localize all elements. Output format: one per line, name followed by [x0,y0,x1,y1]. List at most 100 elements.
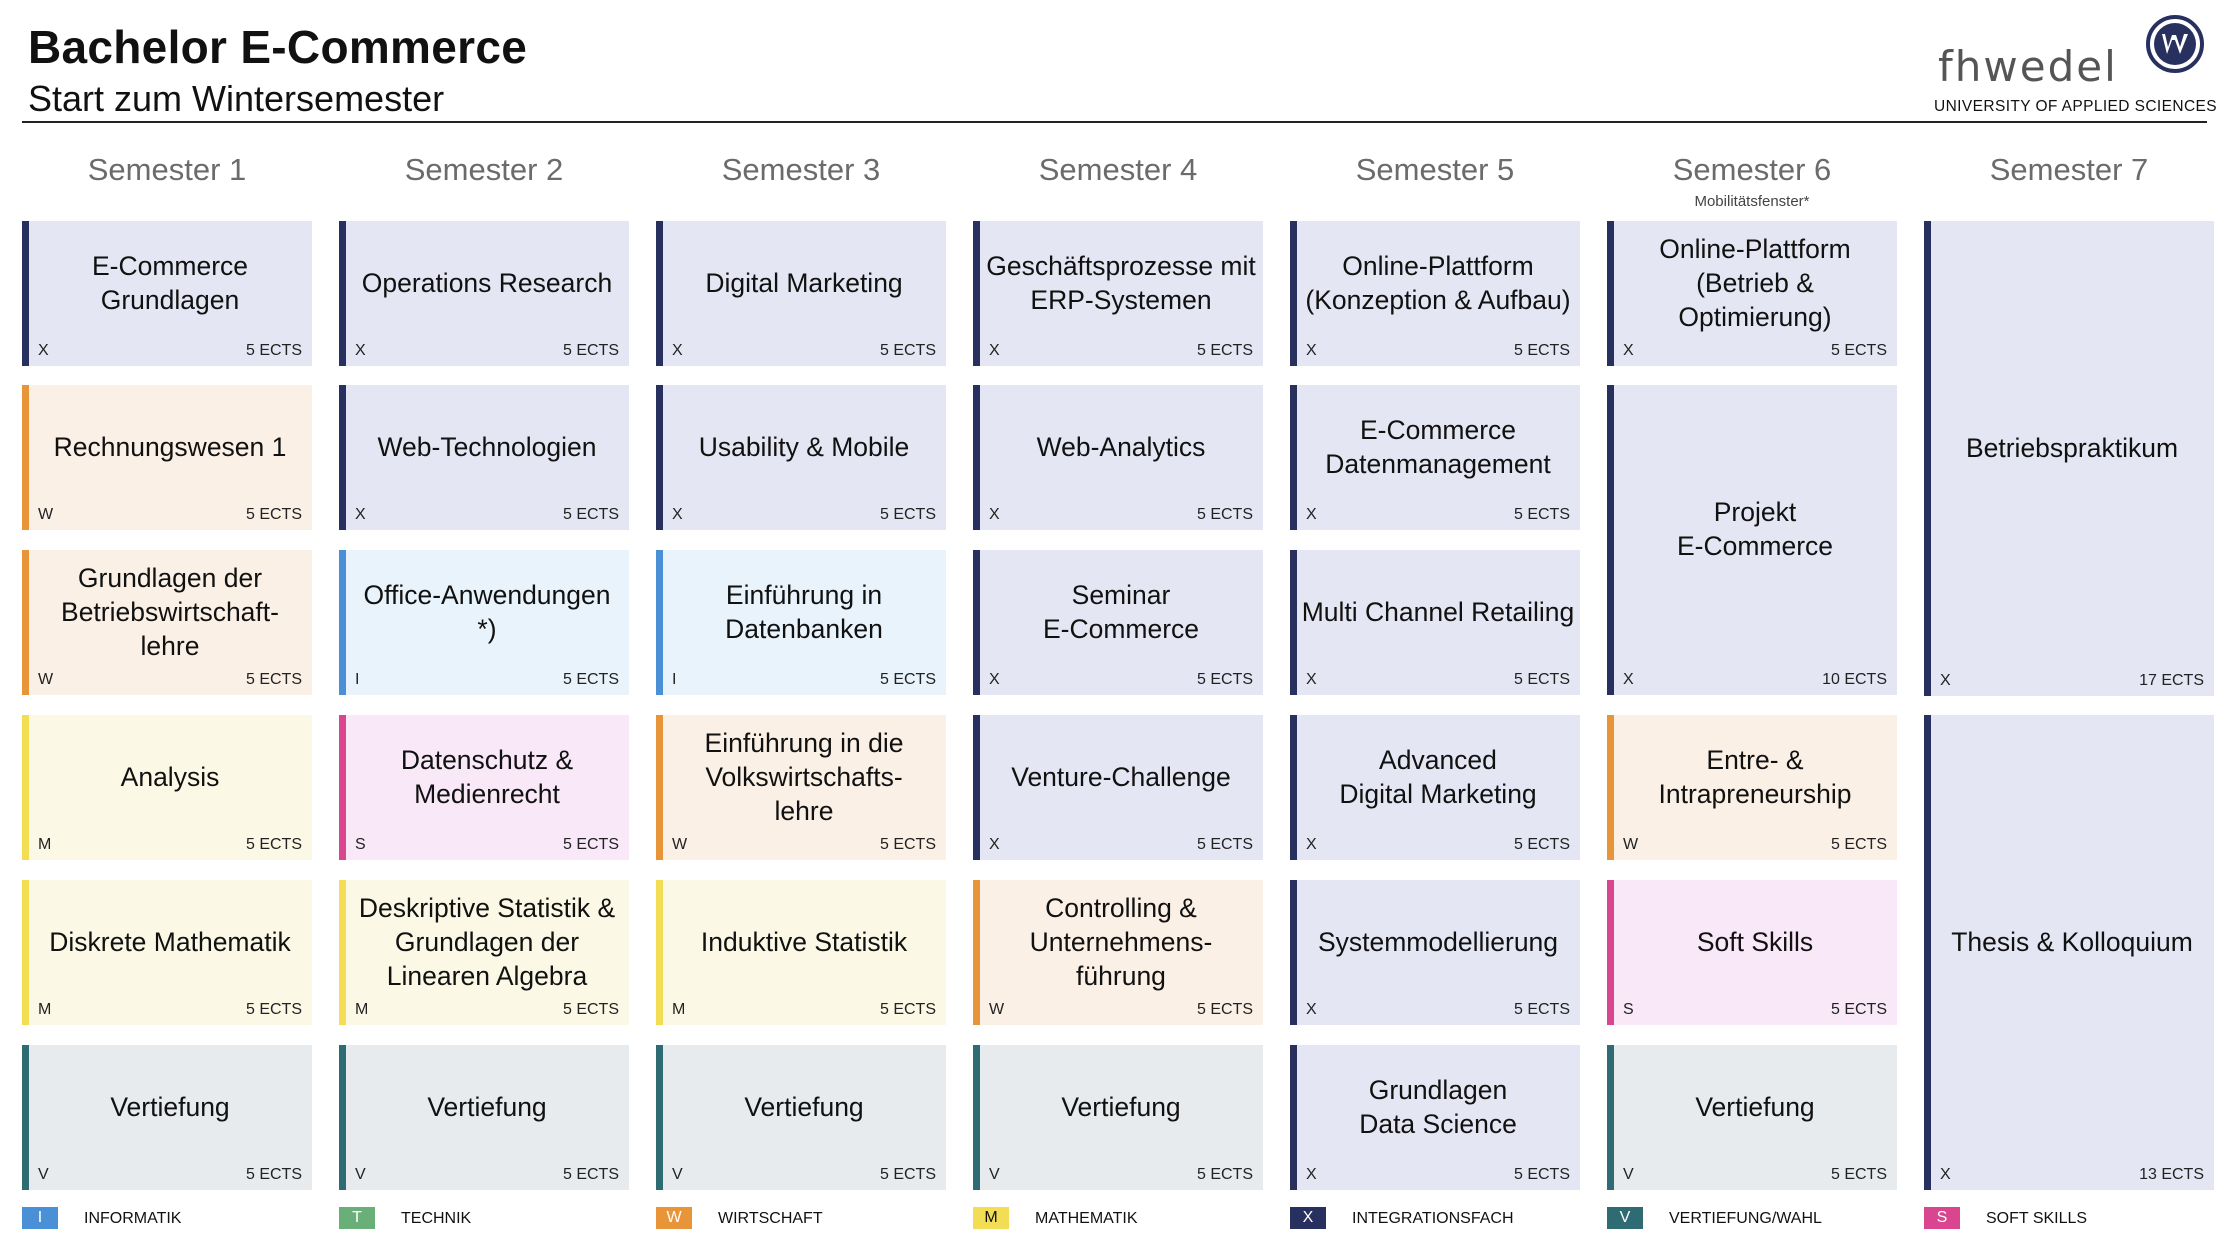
module-name-box: Controlling & Unternehmens- führung [983,880,1259,1003]
module-category-code: W [1623,836,1639,853]
module-name: Vertiefung [744,1091,864,1122]
university-logo: fhwedel UNIVERSITY OF APPLIED SCIENCES [1930,12,2217,122]
module-category-bar [1290,385,1297,530]
header-divider [22,121,2207,123]
module-card: Online-Plattform (Betrieb & Optimierung)… [1607,221,1897,366]
module-name-box: Analysis [32,715,308,838]
module-name-box: Projekt E-Commerce [1617,385,1893,673]
module-category-bar [339,550,346,695]
module-category-bar [339,385,346,530]
module-name-box: Usability & Mobile [666,385,942,508]
module-name-box: Online-Plattform (Konzeption & Aufbau) [1300,221,1576,344]
module-name-box: Betriebspraktikum [1934,221,2210,674]
module-name: Usability & Mobile [698,431,910,462]
module-card: Grundlagen der Betriebswirtschaft- lehre… [22,550,312,695]
module-name-box: Vertiefung [666,1045,942,1168]
module-category-code: W [989,1001,1005,1018]
module-name: Datenschutz & Medienrecht [400,744,574,809]
module-category-code: M [38,836,52,853]
semester-header: Semester 2 [404,152,564,187]
module-name: Web-Analytics [1036,431,1206,462]
module-ects: 5 ECTS [245,506,302,523]
module-ects: 5 ECTS [1830,342,1887,359]
module-name: Rechnungswesen 1 [53,431,287,462]
legend-swatch: S [1924,1207,1960,1229]
module-category-code: X [1306,342,1317,359]
module-name: E-Commerce Grundlagen [91,250,249,315]
module-name: Einführung in Datenbanken [725,579,883,644]
semester-header: Semester 1 [87,152,247,187]
module-name-box: Thesis & Kolloquium [1934,715,2210,1168]
module-category-code: M [38,1001,52,1018]
module-name: Thesis & Kolloquium [1951,926,2193,957]
module-name-box: Deskriptive Statistik & Grundlagen der L… [349,880,625,1003]
module-name: Vertiefung [1061,1091,1181,1122]
module-category-code: X [672,506,683,523]
module-category-bar [1607,880,1614,1025]
module-category-bar [1607,385,1614,695]
module-name: Systemmodellierung [1317,926,1559,957]
module-category-code: W [38,671,54,688]
module-category-bar [656,880,663,1025]
module-ects: 5 ECTS [245,342,302,359]
module-ects: 5 ECTS [562,836,619,853]
module-name: Multi Channel Retailing [1301,596,1575,627]
module-category-bar [656,385,663,530]
module-category-code: X [1306,1166,1317,1183]
module-category-bar [973,385,980,530]
module-name-box: Einführung in die Volkswirtschafts- lehr… [666,715,942,838]
module-category-code: X [38,342,49,359]
module-name-box: Seminar E-Commerce [983,550,1259,673]
module-ects: 5 ECTS [1830,1166,1887,1183]
module-category-bar [22,550,29,695]
module-name-box: Venture-Challenge [983,715,1259,838]
module-category-code: W [672,836,688,853]
module-category-bar [656,1045,663,1190]
module-ects: 5 ECTS [245,671,302,688]
module-category-bar [656,715,663,860]
module-category-bar [339,880,346,1025]
module-name-box: Multi Channel Retailing [1300,550,1576,673]
logo-emblem-icon [2146,15,2204,73]
module-category-code: M [672,1001,686,1018]
semester-header: Semester 7 [1989,152,2149,187]
module-ects: 5 ECTS [879,1001,936,1018]
module-category-bar [973,880,980,1025]
semester-header: Semester 5 [1355,152,1515,187]
module-category-bar [973,715,980,860]
module-ects: 5 ECTS [1513,342,1570,359]
module-name-box: Online-Plattform (Betrieb & Optimierung) [1617,221,1893,344]
module-name: Vertiefung [110,1091,230,1122]
module-category-bar [1924,715,1931,1190]
module-name-box: Entre- & Intrapreneurship [1617,715,1893,838]
module-name: Grundlagen der Betriebswirtschaft- lehre [61,562,279,661]
module-category-code: X [355,506,366,523]
module-name: Digital Marketing [705,267,903,298]
module-category-code: M [355,1001,369,1018]
module-name: Operations Research [361,267,613,298]
module-category-bar [1290,715,1297,860]
module-name-box: Grundlagen Data Science [1300,1045,1576,1168]
module-name-box: Operations Research [349,221,625,344]
module-ects: 5 ECTS [1196,1166,1253,1183]
module-category-code: X [1940,1166,1951,1183]
module-name-box: Induktive Statistik [666,880,942,1003]
module-category-bar [339,1045,346,1190]
module-name-box: Systemmodellierung [1300,880,1576,1003]
